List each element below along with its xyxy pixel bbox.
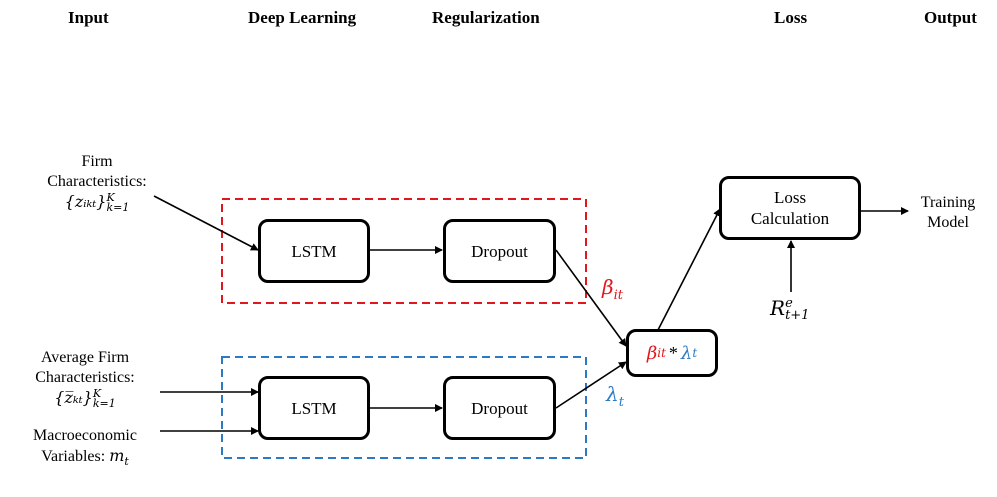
- macro-sub: t: [124, 455, 129, 469]
- beta-label: βit: [602, 277, 623, 306]
- output-line2: Model: [927, 214, 969, 231]
- arrow-dropout-top-to-product: [555, 249, 627, 347]
- regularization-frame-blue: [221, 356, 587, 459]
- dropout-box-top: Dropout: [443, 219, 556, 283]
- product-beta: β: [646, 342, 658, 364]
- firm-label-line1: Firm: [81, 153, 113, 170]
- dropout-box-bottom: Dropout: [443, 376, 556, 440]
- loss-box-line1: Loss: [773, 188, 807, 207]
- arrow-dropout-bottom-to-product: [555, 361, 627, 409]
- product-operator: *: [668, 342, 678, 363]
- avg-set-sub: k=1: [92, 397, 116, 411]
- output-training-model: Training Model: [908, 193, 988, 233]
- output-line1: Training: [920, 194, 976, 211]
- avg-set-symbol: {z̅ₖₜ}: [54, 388, 93, 407]
- return-sub: t+1: [785, 308, 810, 324]
- lstm-box-bottom: LSTM: [258, 376, 370, 440]
- beta-symbol: β: [602, 275, 614, 299]
- return-var: R: [770, 296, 786, 320]
- beta-sub: it: [613, 288, 623, 303]
- firm-set-symbol: {zᵢₖₜ}: [64, 192, 107, 211]
- firm-set-sup: K: [106, 191, 115, 205]
- regularization-frame-red: [221, 198, 587, 304]
- arrow-firm-to-lstm: [153, 195, 259, 251]
- header-loss: Loss: [774, 8, 808, 27]
- loss-box-line2: Calculation: [750, 209, 830, 228]
- macro-label-line2: Variables: mt: [10, 446, 160, 472]
- avg-label-line2: Characteristics:: [35, 369, 135, 386]
- lambda-sub: t: [618, 395, 624, 410]
- product-lambda-sub: t: [692, 345, 698, 360]
- header-input: Input: [68, 8, 109, 27]
- avg-label-line1: Average Firm: [40, 349, 130, 366]
- header-deep-learning: Deep Learning: [248, 8, 357, 27]
- macro-label-line1: Macroeconomic: [33, 427, 137, 444]
- product-beta-sub: it: [657, 345, 666, 360]
- lambda-symbol: λ: [606, 382, 619, 406]
- lstm-box-top: LSTM: [258, 219, 370, 283]
- macro-var: m: [109, 446, 125, 465]
- lambda-label: λt: [606, 384, 624, 413]
- avg-set-sup: K: [92, 387, 102, 401]
- product-lambda: λ: [680, 342, 693, 364]
- firm-label-line2: Characteristics:: [47, 173, 147, 190]
- loss-calculation-box: Loss Calculation: [719, 176, 861, 240]
- header-output: Output: [924, 8, 977, 27]
- macro-label-text: Variables:: [41, 448, 110, 465]
- firm-set-sub: k=1: [106, 201, 130, 215]
- arrow-product-to-loss: [657, 208, 721, 331]
- input-macroeconomic-variables: Macroeconomic Variables: mt: [10, 426, 160, 472]
- return-sup: e: [785, 296, 793, 312]
- header-regularization: Regularization: [432, 8, 540, 27]
